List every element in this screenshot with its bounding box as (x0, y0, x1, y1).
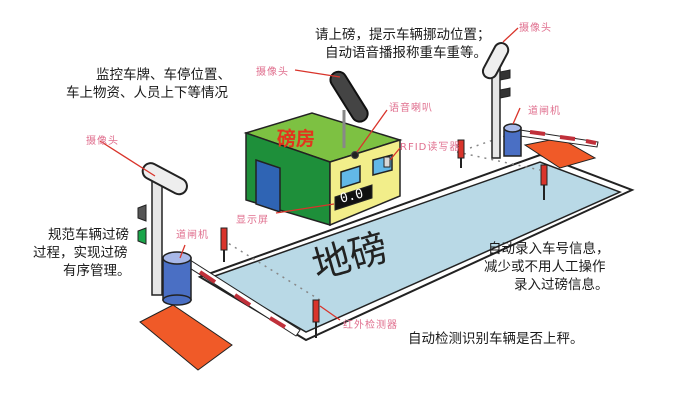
right-barrier-machine (503, 123, 522, 157)
note-right: 自动录入车号信息， 减少或不用人工操作 录入过磅信息。 (484, 241, 610, 293)
note-top-left: 监控车牌、车停位置、 车上物资、人员上下等情况 (66, 67, 231, 101)
right-camera-pole (481, 42, 511, 159)
pointer-lines (99, 27, 521, 321)
left-camera-pole (137, 162, 188, 296)
note-bottom: 自动检测识别车辆是否上秤。 (408, 331, 584, 347)
camera-left-label: 摄像头 (86, 136, 119, 147)
barrier-right-label: 道闸机 (528, 106, 561, 117)
note-left: 规范车辆过磅 过程，实现过磅 有序管理。 (33, 227, 131, 279)
rfid-reader-label: RFID读写器 (400, 142, 461, 153)
barrier-left-label: 道闸机 (176, 230, 209, 241)
infrared-beams (222, 135, 541, 301)
infrared-detector-label: 红外检测器 (343, 320, 398, 331)
weigh-house (243, 70, 403, 227)
display-screen-label: 显示屏 (236, 215, 269, 226)
left-barrier-machine (162, 251, 192, 306)
camera-top-center-label: 摄像头 (256, 67, 289, 78)
note-top-right: 请上磅，提示车辆挪动位置； 自动语音播报称重车重等。 (315, 27, 491, 61)
left-orange-mat (139, 304, 233, 371)
infrared-detector-posts (220, 139, 548, 338)
weigh-house-label: 磅房 (277, 128, 316, 150)
camera-top-right-label: 摄像头 (519, 23, 552, 34)
speaker-label: 语音喇叭 (389, 103, 433, 114)
